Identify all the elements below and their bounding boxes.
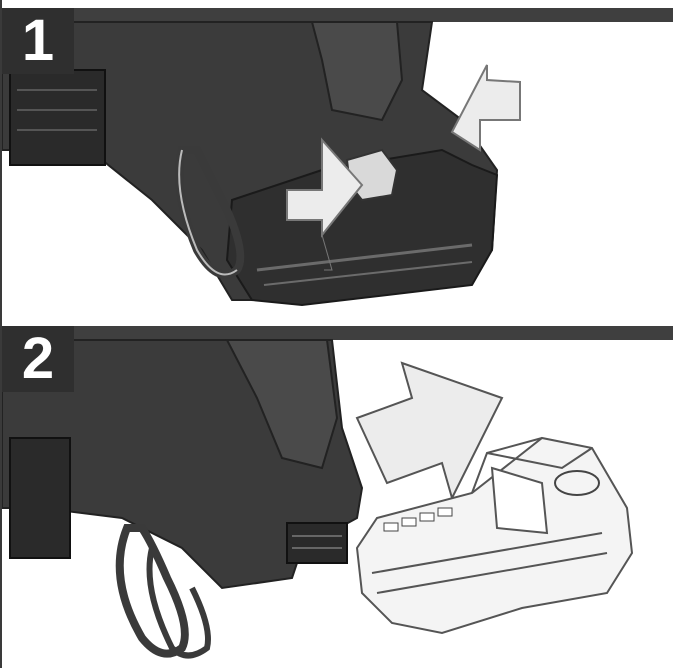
motor-housing xyxy=(9,437,71,559)
press-arrow-right xyxy=(450,64,521,152)
belt-hook xyxy=(115,524,189,658)
battery-release-illustration xyxy=(2,21,521,307)
step-number: 1 xyxy=(21,8,55,73)
step-header-bar xyxy=(2,8,673,22)
battery-removal-illustration xyxy=(2,339,634,659)
motor-housing xyxy=(9,69,106,166)
removal-arrow xyxy=(355,361,504,501)
step-number-badge: 1 xyxy=(2,8,74,74)
step-number-badge: 2 xyxy=(2,326,74,392)
tool-handle xyxy=(310,21,404,122)
step-header-bar xyxy=(2,326,673,340)
step-number: 2 xyxy=(21,326,55,391)
step-2-panel: 2 xyxy=(0,318,673,668)
battery-emblem xyxy=(554,470,600,496)
press-arrow-left xyxy=(286,137,364,238)
tool-handle xyxy=(225,339,339,470)
battery-terminal xyxy=(286,522,348,564)
step-1-panel: 1 xyxy=(0,0,673,318)
